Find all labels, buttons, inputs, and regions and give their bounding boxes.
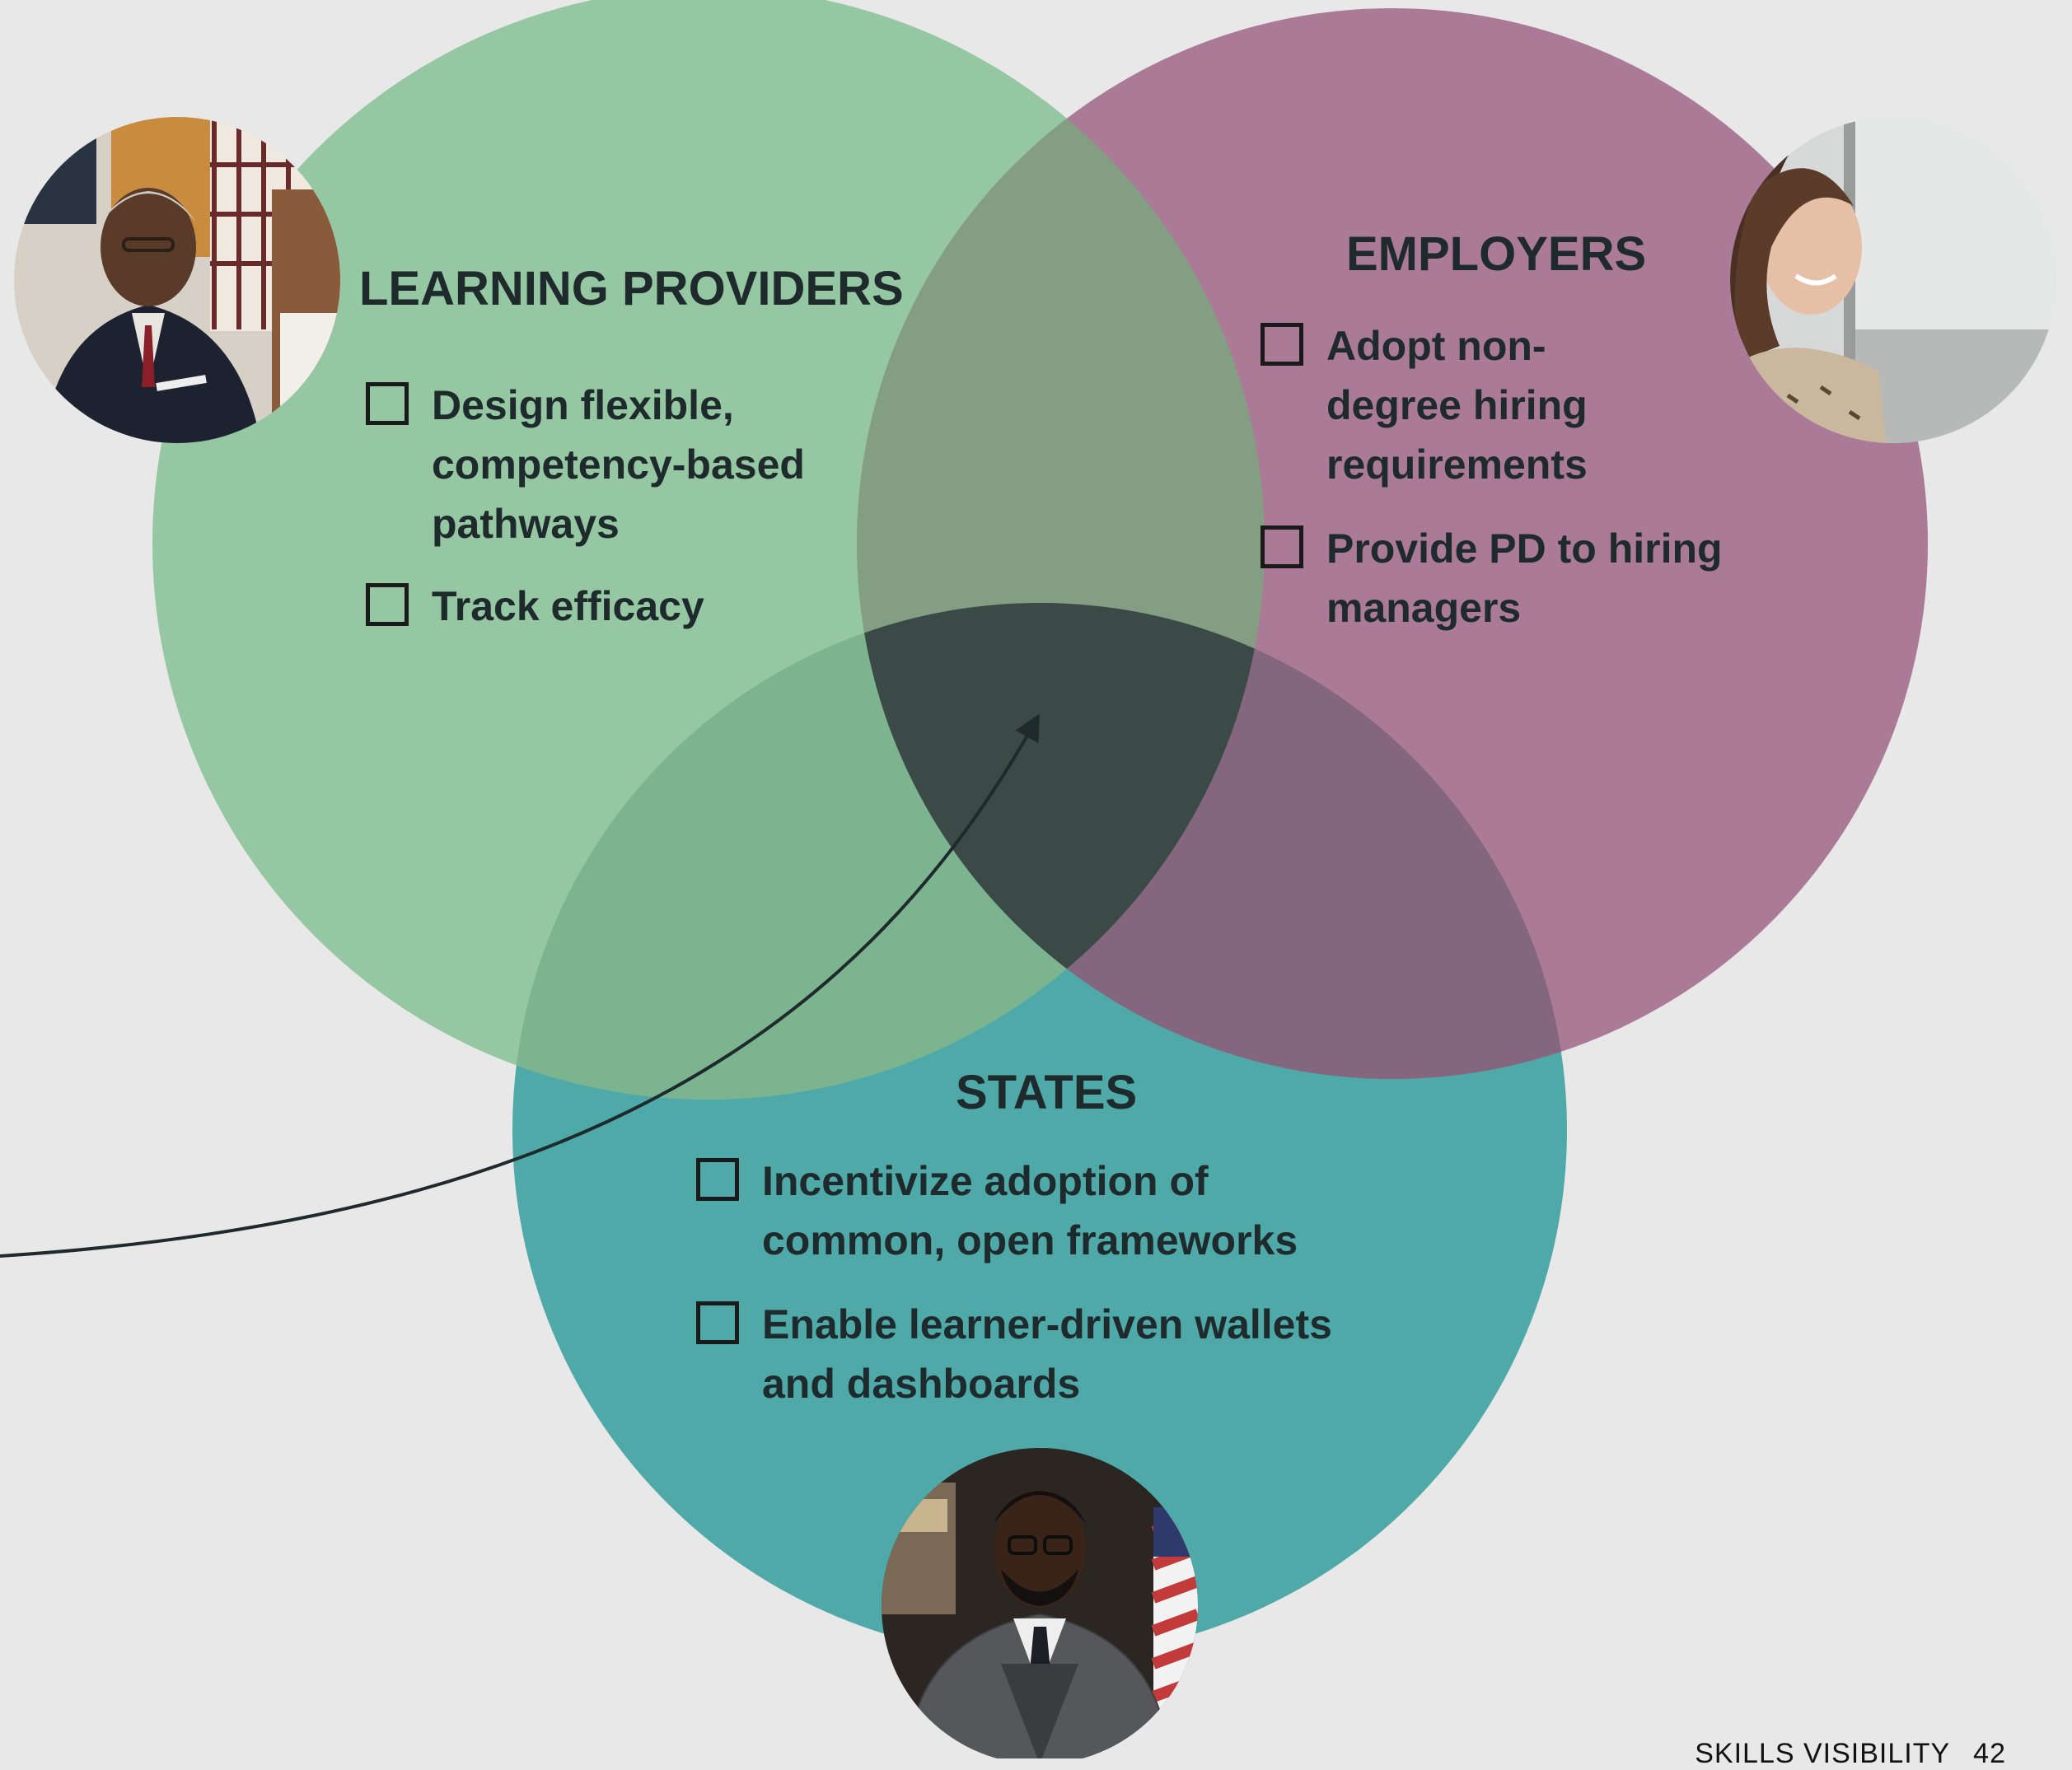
list-item-text: Design flexible, competency-based pathwa… bbox=[432, 382, 805, 547]
list-item: Design flexible, competency-based pathwa… bbox=[366, 376, 805, 553]
list-item-text: Enable learner-driven wallets and dashbo… bbox=[762, 1301, 1332, 1407]
list-item: Adopt non- degree hiring requirements bbox=[1261, 316, 1588, 494]
list-item: Incentivize adoption of common, open fra… bbox=[696, 1151, 1298, 1270]
person-photo-icon bbox=[882, 1448, 1198, 1758]
checkbox[interactable] bbox=[696, 1301, 739, 1344]
checkbox[interactable] bbox=[1261, 323, 1303, 366]
overlap-learning-states bbox=[512, 603, 1265, 1100]
learning-providers-heading: LEARNING PROVIDERS bbox=[359, 262, 904, 315]
states-heading: STATES bbox=[956, 1066, 1138, 1119]
page-number: 42 bbox=[1973, 1738, 2006, 1769]
list-item: Enable learner-driven wallets and dashbo… bbox=[696, 1295, 1332, 1413]
list-item-text: Provide PD to hiring managers bbox=[1326, 525, 1723, 631]
footer-label: SKILLS VISIBILITY bbox=[1695, 1738, 1951, 1769]
employers-heading: EMPLOYERS bbox=[1346, 227, 1647, 281]
list-item-text: Track efficacy bbox=[432, 583, 704, 629]
list-item-text: Incentivize adoption of common, open fra… bbox=[762, 1158, 1298, 1263]
overlap-employers-states bbox=[857, 603, 1567, 1079]
page-footer: SKILLS VISIBILITY 42 bbox=[1695, 1738, 2006, 1770]
list-item: Provide PD to hiring managers bbox=[1261, 519, 1723, 637]
person-photo-icon bbox=[1730, 117, 2056, 443]
checkbox[interactable] bbox=[1261, 525, 1303, 568]
pointer-arrow bbox=[0, 713, 1040, 1258]
list-item-text: Adopt non- degree hiring requirements bbox=[1326, 323, 1588, 488]
checkbox[interactable] bbox=[696, 1158, 739, 1201]
list-item: Track efficacy bbox=[366, 577, 704, 636]
checkbox[interactable] bbox=[366, 583, 409, 626]
checkbox[interactable] bbox=[366, 382, 409, 425]
